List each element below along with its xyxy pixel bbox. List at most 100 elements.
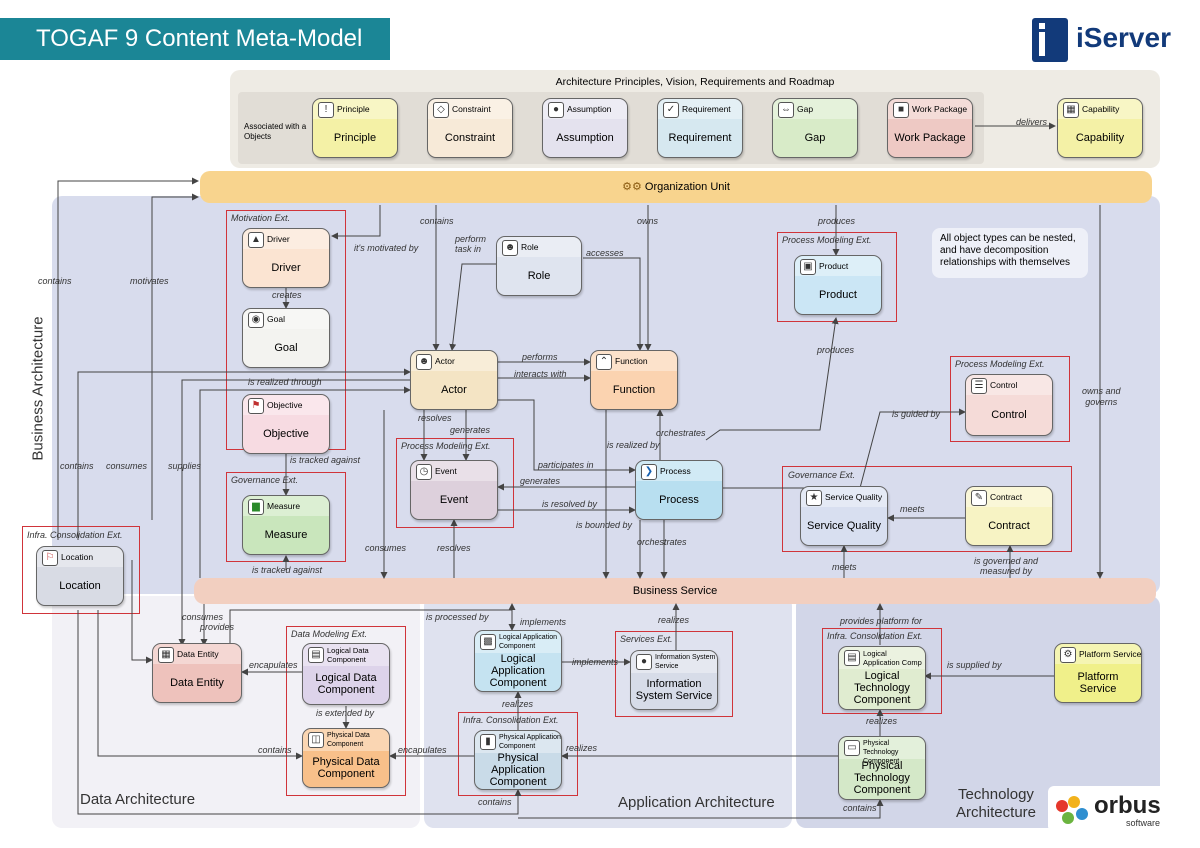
flag-icon: ⚑	[248, 398, 264, 414]
node-information-system-service[interactable]: ●Information System Service Information …	[630, 650, 718, 710]
node-measure[interactable]: ▆Measure Measure	[242, 495, 330, 555]
node-goal[interactable]: ◉Goal Goal	[242, 308, 330, 368]
node-header: ◫Physical Data Component	[303, 729, 389, 751]
node-header: ☻Actor	[411, 351, 497, 371]
node-header: ▤Logical Data Component	[303, 644, 389, 666]
node-assumption[interactable]: ●Assumption Assumption	[542, 98, 628, 158]
node-physical-app-component[interactable]: ▮Physical Application Component Physical…	[474, 730, 562, 790]
node-header: !Principle	[313, 99, 397, 119]
table-icon: ▦	[158, 647, 174, 663]
node-logical-app-component[interactable]: ▩Logical Application Component Logical A…	[474, 630, 562, 692]
node-body: Location	[59, 580, 101, 592]
node-header: ☰Control	[966, 375, 1052, 395]
data-modeling-ext-frame	[286, 626, 406, 796]
node-capability[interactable]: ▦Capability Capability	[1057, 98, 1143, 158]
node-body: Work Package	[894, 132, 966, 144]
node-actor[interactable]: ☻Actor Actor	[410, 350, 498, 410]
node-principle[interactable]: !Principle Principle	[312, 98, 398, 158]
node-header: ▤Logical Application Comp	[839, 647, 925, 669]
iserver-logo-icon	[1032, 18, 1068, 62]
orbus-logo-subtext: software	[1126, 818, 1161, 828]
node-body: Function	[612, 384, 656, 396]
node-physical-data-component[interactable]: ◫Physical Data Component Physical Data C…	[302, 728, 390, 788]
node-driver[interactable]: ▲Driver Driver	[242, 228, 330, 288]
node-process[interactable]: ❯Process Process	[635, 460, 723, 520]
node-body: Actor	[441, 384, 467, 396]
node-body: Constraint	[444, 132, 496, 144]
services-ext-label: Services Ext.	[620, 634, 673, 644]
pyramid-icon: ▲	[248, 232, 264, 248]
node-header: ⌃Function	[591, 351, 677, 371]
node-body: Physical Data Component	[312, 756, 380, 780]
node-control[interactable]: ☰Control Control	[965, 374, 1053, 436]
node-requirement[interactable]: ✓Requirement Requirement	[657, 98, 743, 158]
node-logical-data-component[interactable]: ▤Logical Data Component Logical Data Com…	[302, 643, 390, 705]
data-architecture-region	[52, 596, 420, 828]
node-header: ⚙Platform Service	[1055, 644, 1141, 664]
node-header: ⚑Objective	[243, 395, 329, 415]
edge-motivates	[151, 193, 199, 520]
node-body: Role	[527, 270, 551, 282]
person-icon: ☻	[502, 240, 518, 256]
node-header: ●Information System Service	[631, 651, 717, 673]
node-body: Objective	[263, 428, 309, 440]
node-product[interactable]: ▣Product Product	[794, 255, 882, 315]
orbus-logo-icon	[1056, 796, 1088, 824]
services-ext-frame	[615, 631, 733, 717]
capability-icon: ▦	[1063, 102, 1079, 118]
node-header: ▮Physical Application Component	[475, 731, 561, 753]
edge-contains-data	[97, 610, 303, 760]
process-modeling-ext-frame-control	[950, 356, 1070, 442]
technology-architecture-label: Technology Architecture	[955, 786, 1037, 821]
node-constraint[interactable]: ◇Constraint Constraint	[427, 98, 513, 158]
node-body: Service Quality	[807, 520, 881, 532]
node-body: Logical Technology Component	[853, 670, 911, 706]
chevron-icon: ❯	[641, 464, 657, 480]
edge-contains-loc	[77, 368, 411, 540]
process-modeling-ext-label-product: Process Modeling Ext.	[782, 235, 872, 245]
node-service-quality[interactable]: ★Service Quality Service Quality	[800, 486, 888, 546]
orbus-logo: orbus software	[1048, 786, 1188, 832]
node-body: Requirement	[668, 132, 732, 144]
node-contract[interactable]: ✎Contract Contract	[965, 486, 1053, 546]
monitor-icon: ▭	[844, 740, 860, 756]
edge-processed	[229, 609, 516, 645]
node-location[interactable]: ⚐Location Location	[36, 546, 124, 606]
process-modeling-ext-frame-event	[396, 438, 514, 528]
edge-guided-by	[722, 408, 966, 489]
edge-contains-left	[57, 177, 199, 540]
edge-contains-tech	[518, 799, 884, 819]
function-icon: ⌃	[596, 354, 612, 370]
node-body: Process	[659, 494, 699, 506]
node-body: Goal	[274, 342, 298, 354]
node-work-package[interactable]: ■Work Package Work Package	[887, 98, 973, 158]
control-icon: ☰	[971, 378, 987, 394]
diamond-arrows-icon: ◇	[433, 102, 449, 118]
node-gap[interactable]: ⇔Gap Gap	[772, 98, 858, 158]
node-header: ●Assumption	[543, 99, 627, 119]
orbus-logo-text: orbus	[1094, 792, 1161, 819]
node-event[interactable]: ◷Event Event	[410, 460, 498, 520]
node-function[interactable]: ⌃Function Function	[590, 350, 678, 410]
node-data-entity[interactable]: ▦Data Entity Data Entity	[152, 643, 242, 703]
iserver-logo-text: iServer	[1076, 22, 1171, 53]
node-header: ★Service Quality	[801, 487, 887, 507]
node-physical-tech-component[interactable]: ▭Physical Technology Component Physical …	[838, 736, 926, 800]
node-header: ▣Product	[795, 256, 881, 276]
node-platform-service[interactable]: ⚙Platform Service Platform Service	[1054, 643, 1142, 703]
node-role[interactable]: ☻Role Role	[496, 236, 582, 296]
database-icon: ◫	[308, 732, 324, 748]
speech-bubble-icon: ●	[548, 102, 564, 118]
node-header: ▭Physical Technology Component	[839, 737, 925, 765]
process-modeling-ext-label-event: Process Modeling Ext.	[401, 441, 491, 451]
node-header: ▦Capability	[1058, 99, 1142, 119]
node-body: Control	[991, 409, 1027, 421]
infra-consolidation-ext-label-app: Infra. Consolidation Ext.	[463, 715, 559, 725]
node-objective[interactable]: ⚑Objective Objective	[242, 394, 330, 454]
warning-icon: !	[318, 102, 334, 118]
node-header: ⚐Location	[37, 547, 123, 567]
gear-icon: ⚙	[1060, 647, 1076, 663]
node-logical-tech-component[interactable]: ▤Logical Application Comp Logical Techno…	[838, 646, 926, 710]
edge-consumes1	[131, 560, 153, 664]
